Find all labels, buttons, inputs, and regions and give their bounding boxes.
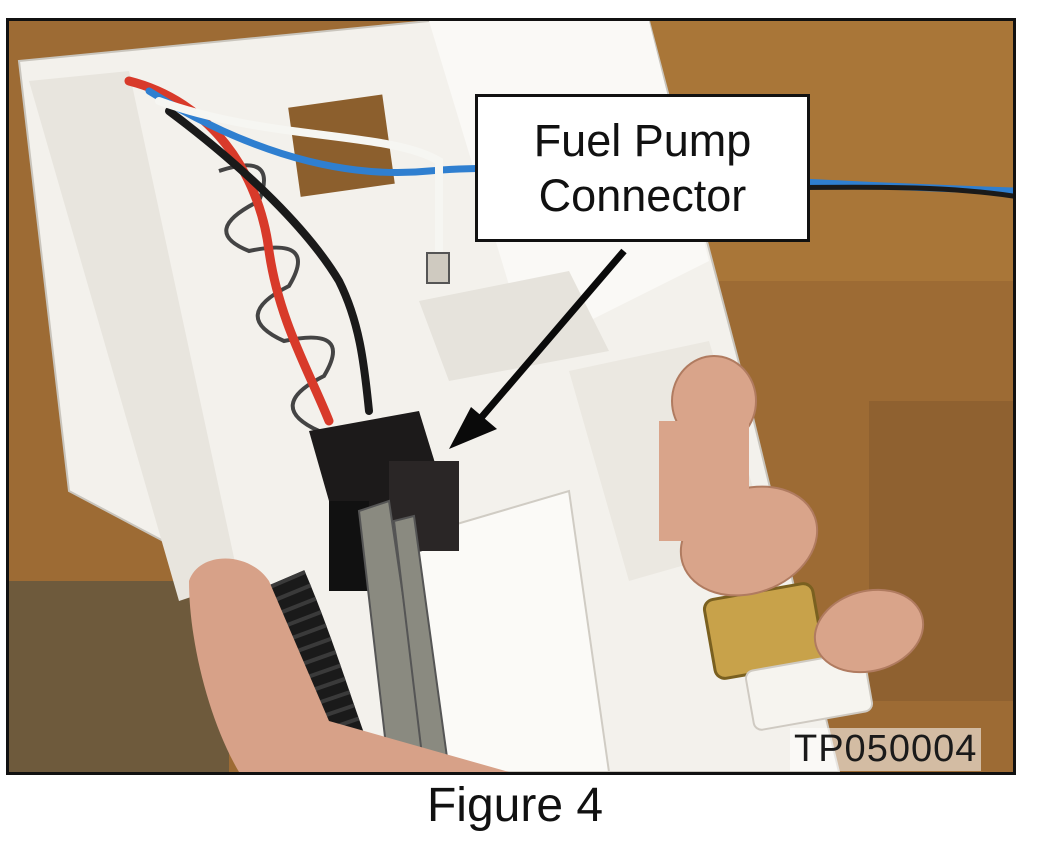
brass-fitting [702,582,874,731]
image-code-label: TP050004 [790,728,982,771]
callout-label: Fuel Pump Connector [533,115,752,221]
left-hand [189,558,509,772]
figure-caption: Figure 4 [426,779,604,832]
pliers [357,499,451,772]
callout-box: Fuel Pump Connector [475,94,810,242]
right-hand [659,355,925,674]
callout-arrow [449,248,627,449]
